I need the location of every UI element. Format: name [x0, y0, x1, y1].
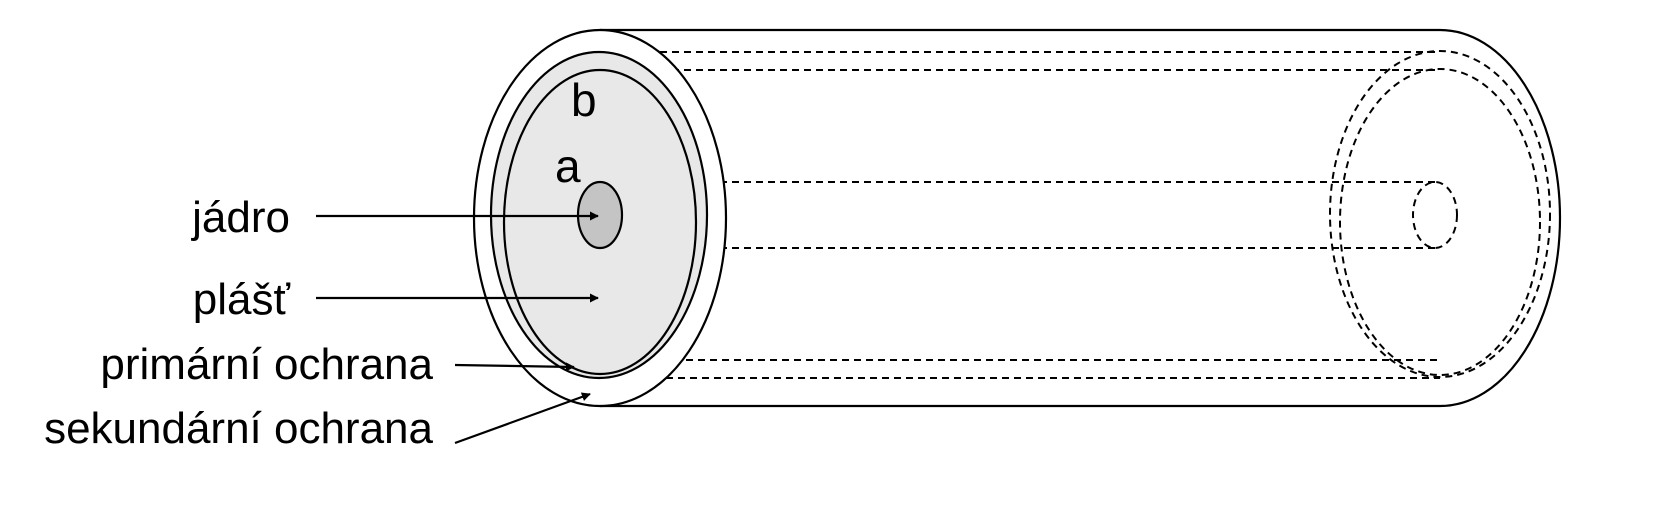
- label-core: jádro: [190, 193, 290, 242]
- label-primary-coating: primární ochrana: [100, 340, 433, 389]
- radius-label-a: a: [555, 140, 581, 192]
- far-end-core-hidden: [1412, 181, 1458, 249]
- arrow-primary-coating: [454, 362, 575, 372]
- label-cladding: plášť: [193, 275, 291, 324]
- far-end-outer-arc: [1439, 28, 1562, 408]
- label-secondary-coating: sekundární ochrana: [44, 404, 433, 453]
- radius-label-b: b: [571, 74, 597, 126]
- far-end-cladding-hidden: [1339, 68, 1541, 376]
- far-end-primary-coating-hidden: [1329, 50, 1551, 378]
- arrow-secondary-coating: [454, 392, 591, 445]
